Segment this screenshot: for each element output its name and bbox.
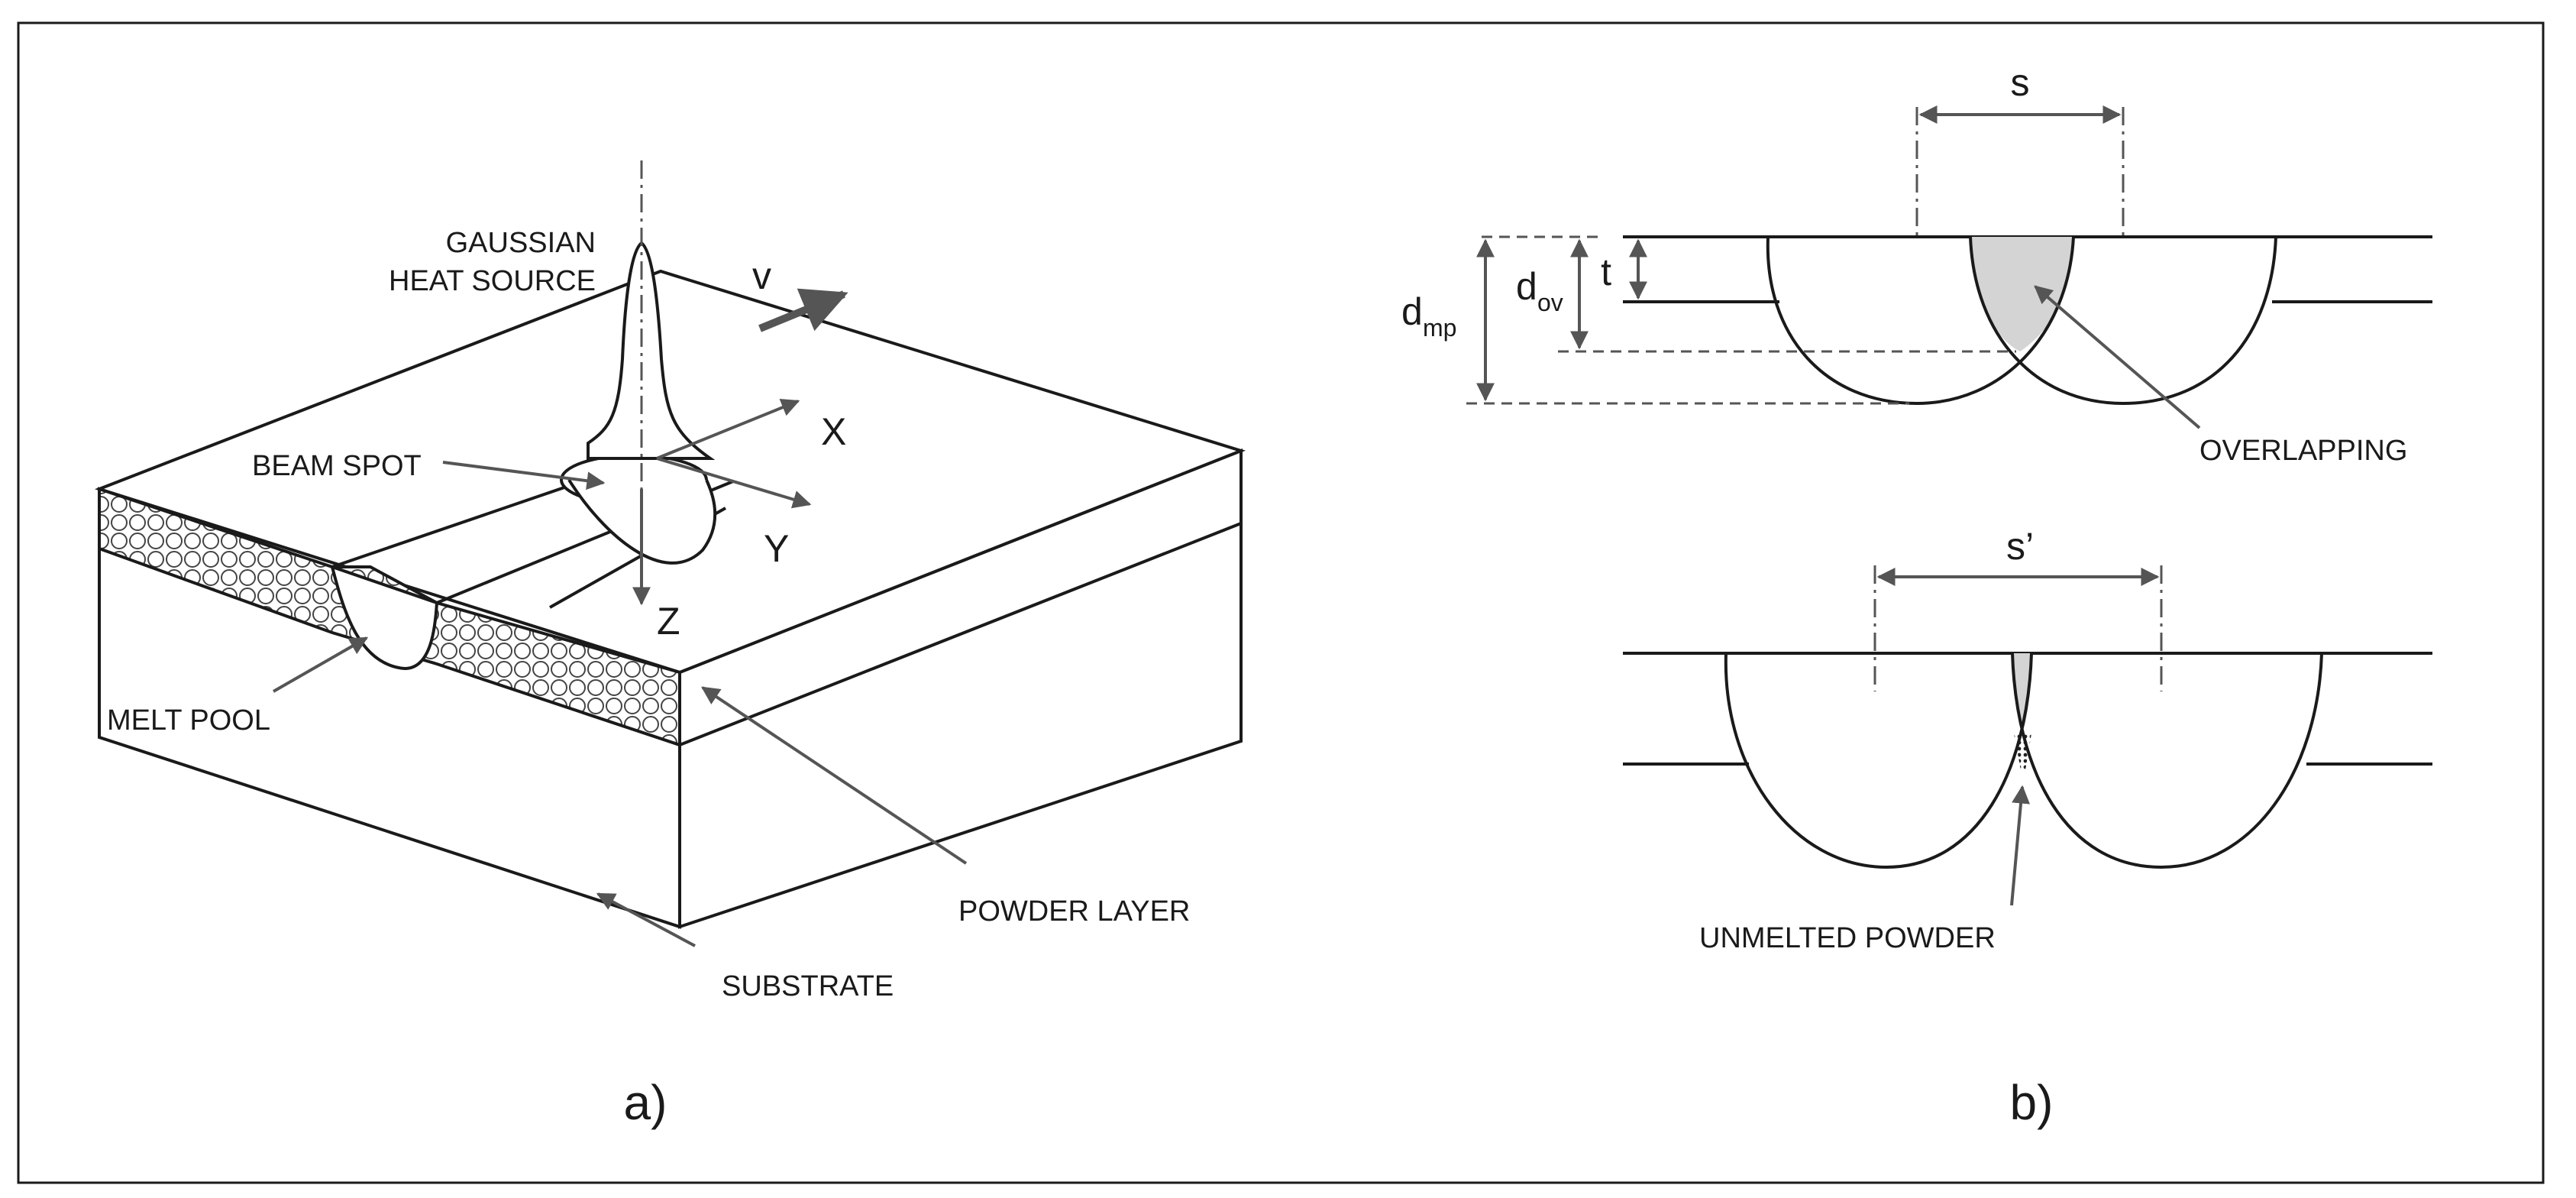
unmelted-powder-label: UNMELTED POWDER bbox=[1699, 922, 1996, 954]
x-axis-arrow bbox=[656, 398, 800, 460]
substrate-label: SUBSTRATE bbox=[722, 970, 894, 1002]
right-track-outline bbox=[1969, 236, 2277, 406]
gaussian-label-line1: GAUSSIAN bbox=[446, 227, 596, 259]
overlapping-label: OVERLAPPING bbox=[2199, 435, 2407, 467]
melt-pool-label: MELT POOL bbox=[107, 704, 270, 737]
melt-pool-leader bbox=[273, 636, 369, 693]
gaussian-label-line2: HEAT SOURCE bbox=[389, 265, 596, 297]
panel-b-overlap-diagram: s s’ d mp d ov t OVERLAPPING UNMELTED PO… bbox=[1401, 61, 2432, 1130]
powder-layer-boundary-right bbox=[679, 522, 1242, 746]
substrate-leader bbox=[596, 892, 696, 947]
unmelted-powder-leader bbox=[2010, 785, 2031, 906]
overlapping-leader bbox=[2034, 285, 2201, 429]
powder-layer-leader bbox=[701, 686, 968, 865]
spacing-label: s bbox=[2011, 61, 2030, 104]
dmp-label-main: d bbox=[1401, 290, 1423, 333]
panel-a-caption: a) bbox=[624, 1075, 667, 1130]
y-axis-arrow bbox=[656, 457, 812, 509]
dov-label-sub: ov bbox=[1537, 289, 1563, 316]
panel-b-caption: b) bbox=[2010, 1075, 2054, 1130]
z-axis-label: Z bbox=[657, 600, 680, 643]
beam-spot-label: BEAM SPOT bbox=[252, 450, 422, 482]
beam-spot-leader bbox=[442, 461, 606, 491]
thickness-label: t bbox=[1601, 251, 1611, 293]
lower-right-track-outline bbox=[2011, 652, 2323, 869]
y-axis-label: Y bbox=[764, 527, 789, 570]
dov-label-main: d bbox=[1516, 265, 1537, 308]
velocity-arrow bbox=[758, 288, 848, 332]
left-track-outline bbox=[1766, 236, 2075, 406]
x-axis-label: X bbox=[821, 410, 846, 453]
melt-pool-section bbox=[330, 564, 439, 671]
velocity-label: v bbox=[752, 254, 771, 297]
panel-a-block-diagram: GAUSSIAN HEAT SOURCE v X Y Z BEAM SPOT M… bbox=[94, 160, 1246, 1130]
gaussian-heat-source-peak bbox=[587, 241, 716, 460]
dmp-label-sub: mp bbox=[1423, 314, 1456, 342]
figure-border bbox=[17, 21, 2545, 1184]
overlap-region bbox=[1970, 237, 2073, 351]
powder-layer-label: POWDER LAYER bbox=[958, 895, 1190, 928]
lower-left-track-outline bbox=[1724, 652, 2033, 869]
spacing-prime-label: s’ bbox=[2006, 525, 2034, 568]
